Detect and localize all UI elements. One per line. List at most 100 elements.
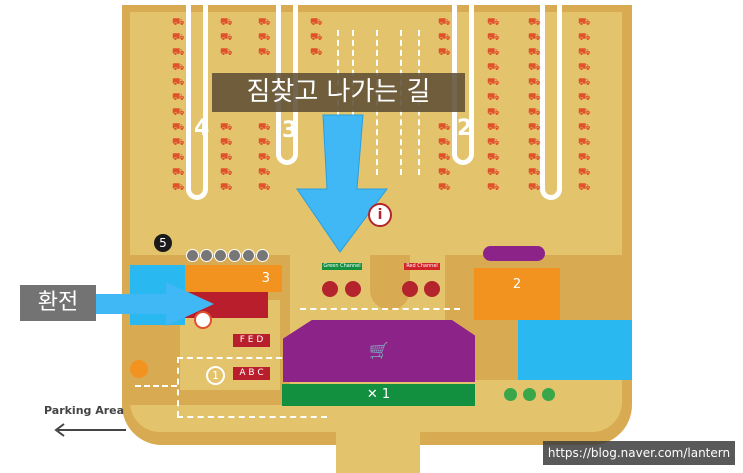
cart-icon: ⛟ (528, 137, 541, 148)
cart-icon: ⛟ (578, 122, 591, 133)
cart-icon: ⛟ (487, 47, 500, 58)
parking-area-label: Parking Area (44, 404, 125, 417)
cart-icon: ⛟ (172, 77, 185, 88)
cart-icon: ⛟ (438, 47, 451, 58)
cart-icon: ⛟ (578, 17, 591, 28)
cart-icon: ⛟ (578, 107, 591, 118)
cart-icon: ⛟ (487, 92, 500, 103)
carousel-label-3: 3 (282, 118, 298, 143)
gates-fed: F E D (233, 334, 270, 347)
cart-icon: ⛟ (220, 152, 233, 163)
down-arrow-icon (296, 114, 388, 253)
cart-icon: ⛟ (528, 167, 541, 178)
carousel-1 (540, 0, 562, 200)
cart-icon: ⛟ (528, 107, 541, 118)
info-icon[interactable]: i (368, 203, 392, 227)
service-icon (228, 249, 241, 262)
green-channel-sign: Green Channel (322, 263, 362, 270)
cart-icon: ⛟ (258, 137, 271, 148)
customs-icon (424, 281, 440, 297)
cart-icon: ⛟ (438, 152, 451, 163)
blue-facility-block-right (518, 320, 632, 380)
cart-icon: ⛟ (578, 62, 591, 73)
service-icon (542, 388, 555, 401)
exchange-icon (194, 311, 212, 329)
cart-icon: ⛟ (220, 122, 233, 133)
cart-icon: ⛟ (438, 182, 451, 193)
cart-icon: ⛟ (258, 152, 271, 163)
path (177, 416, 327, 418)
watermark: https://blog.naver.com/lantern (543, 441, 735, 465)
fork-knife-icon: ✕ (366, 387, 378, 402)
cart-icon: ⛟ (172, 32, 185, 43)
zone-3-block: 3 (185, 265, 282, 292)
path (300, 308, 460, 310)
service-icon (214, 249, 227, 262)
exit-corridor (336, 420, 420, 473)
cart-icon: ⛟ (487, 122, 500, 133)
service-icons-row (186, 249, 269, 262)
cart-icon: ⛟ (172, 17, 185, 28)
cart-icon: ⛟ (578, 32, 591, 43)
exit-1-badge: 1 (206, 366, 225, 385)
cart-icon: ⛟ (578, 137, 591, 148)
cart-icon: ⛟ (487, 77, 500, 88)
restaurant-zone-1[interactable]: ✕ 1 (282, 384, 475, 406)
duty-free-shop[interactable]: 🛒 (283, 320, 475, 382)
cart-icon: ⛟ (310, 47, 323, 58)
cart-icon: ⛟ (172, 62, 185, 73)
cart-icon: ⛟ (258, 122, 271, 133)
cart-icon: ⛟ (438, 32, 451, 43)
path (177, 357, 282, 359)
carousel-4 (186, 0, 208, 200)
service-icon (256, 249, 269, 262)
red-channel-sign: Red Channel (404, 263, 440, 270)
zone-5-badge: 5 (154, 234, 172, 252)
left-arrow-icon (54, 423, 126, 437)
customs-icon (402, 281, 418, 297)
cart-icon: ⛟ (310, 17, 323, 28)
customs-icon (345, 281, 361, 297)
path (177, 357, 179, 417)
carousel-label-2: 2 (457, 116, 473, 141)
cart-icon: ⛟ (528, 92, 541, 103)
zone-2-block: 2 (474, 268, 560, 320)
cart-icon: ⛟ (220, 182, 233, 193)
cart-icon: ⛟ (258, 32, 271, 43)
cart-icon: ⛟ (438, 137, 451, 148)
exchange-label: 환전 (20, 285, 96, 321)
service-icon (186, 249, 199, 262)
cart-icon: ⛟ (578, 152, 591, 163)
green-icons-row (504, 388, 555, 401)
cart-icon: ⛟ (578, 182, 591, 193)
zone-1-label: 1 (381, 387, 391, 402)
service-icon (200, 249, 213, 262)
cart-icon: ⛟ (438, 167, 451, 178)
cart-icon: ⛟ (172, 92, 185, 103)
cart-icon: ⛟ (528, 17, 541, 28)
cart-icon: ⛟ (172, 182, 185, 193)
carousel-label-4: 4 (194, 116, 210, 141)
cart-icon: ⛟ (528, 152, 541, 163)
cart-icon: ⛟ (487, 137, 500, 148)
cart-icon: ⛟ (528, 77, 541, 88)
cart-icon: ⛟ (578, 92, 591, 103)
cart-icon: ⛟ (487, 32, 500, 43)
cart-icon: ⛟ (578, 77, 591, 88)
gates-abc: A B C (233, 367, 270, 380)
cart-icon: ⛟ (487, 182, 500, 193)
cart-icon: ⛟ (220, 32, 233, 43)
exit-route-banner: 짐찾고 나가는 길 (212, 73, 465, 112)
cart-icon: ⛟ (578, 167, 591, 178)
cart-icon: ⛟ (487, 62, 500, 73)
cart-icon: ⛟ (487, 107, 500, 118)
cart-icon: ⛟ (220, 167, 233, 178)
service-icon (504, 388, 517, 401)
cart-icon: ⛟ (487, 167, 500, 178)
path (135, 385, 177, 387)
service-pill (483, 246, 545, 261)
cart-icon: ⛟ (487, 152, 500, 163)
cart-icon: ⛟ (528, 182, 541, 193)
customs-icon (322, 281, 338, 297)
right-arrow-icon (96, 282, 214, 326)
